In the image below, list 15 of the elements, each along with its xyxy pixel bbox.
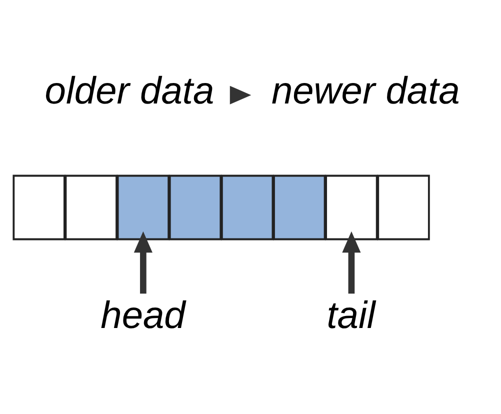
arrow <box>342 230 361 294</box>
node-box <box>273 174 326 240</box>
node-text: tail <box>326 294 376 337</box>
node-box <box>12 174 66 240</box>
node-box <box>377 174 430 240</box>
arrow <box>230 85 252 104</box>
node-text: older data <box>44 70 214 112</box>
node-box <box>168 174 222 240</box>
node-text: head <box>100 294 186 337</box>
node-text: newer data <box>271 70 460 112</box>
node-box <box>220 174 274 240</box>
arrow <box>134 230 152 294</box>
node-box <box>325 174 378 240</box>
node-box <box>64 174 118 240</box>
node-box <box>116 174 170 240</box>
